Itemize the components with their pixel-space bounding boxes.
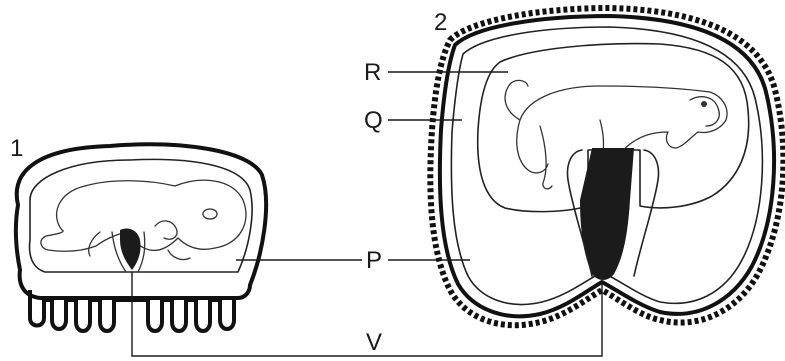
panel-1-outer-wall: [16, 144, 266, 298]
panel-2-number: 2: [434, 9, 447, 36]
panel-1-embryo: [41, 180, 246, 251]
panel-1-embryo-eye: [203, 209, 217, 219]
label-q: Q: [364, 107, 383, 134]
panel-2-embryo-eye: [701, 101, 707, 107]
label-p: P: [366, 247, 382, 274]
label-v: V: [366, 329, 382, 356]
panel-2-drawing: [430, 8, 783, 325]
label-r: R: [364, 59, 381, 86]
panel-1-amnion: [30, 159, 253, 272]
panel-1-drawing: [16, 144, 266, 331]
panel-1-number: 1: [10, 135, 23, 162]
panel-1-umbilical-cord: [120, 228, 141, 270]
